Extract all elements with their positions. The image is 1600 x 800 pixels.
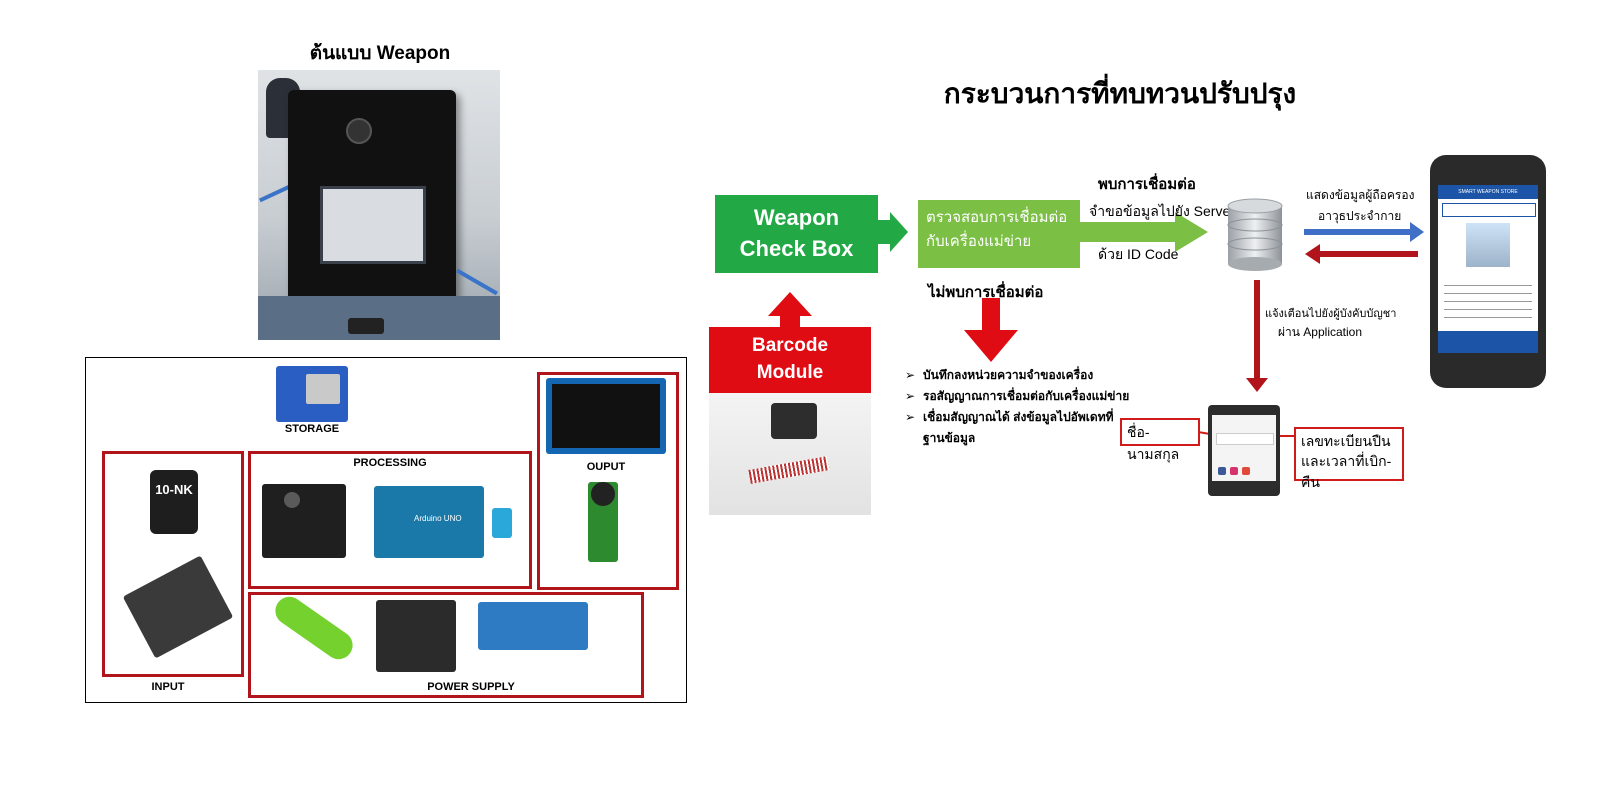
serial-callout: เลขทะเบียนปืน และเวลาที่เบิก-คืน xyxy=(1294,427,1404,490)
keypad-text: 10-NK xyxy=(155,482,193,497)
hardware-panel: STORAGE 10-NK INPUT PROCESSING Arduino U… xyxy=(85,357,687,703)
input-box xyxy=(102,451,244,677)
output-box xyxy=(537,372,679,590)
check-box-line-1: ตรวจสอบการเชื่อมต่อ xyxy=(926,209,1068,226)
bullet-item: ➢เชื่อมสัญญาณได้ ส่งข้อมูลไปอัพเดทที่ xyxy=(905,410,1114,424)
process-title: กระบวนการที่ทบทวนปรับปรุง xyxy=(943,77,1297,110)
input-label: INPUT xyxy=(151,681,185,693)
weapon-box-line-1: Weapon xyxy=(753,205,840,231)
phone-nav-bar xyxy=(1438,331,1538,353)
arrow-weapon-to-check xyxy=(878,212,908,252)
camera-module xyxy=(262,484,346,558)
arduino-board: Arduino UNO xyxy=(374,486,484,558)
storage-module xyxy=(276,366,348,422)
buzzer-module xyxy=(588,482,618,562)
arrow-not-found-down xyxy=(964,298,1018,362)
notify-label-line-1: แจ้งเตือนไปยังผู้บังคับบัญชา xyxy=(1265,308,1397,320)
serial-callout-line-2: และเวลาที่เบิก-คืน xyxy=(1301,453,1392,490)
name-callout: ชื่อ-นามสกุล xyxy=(1120,418,1200,462)
device-knob xyxy=(346,118,372,144)
not-found-label: ไม่พบการเชื่อมต่อ xyxy=(928,284,1044,301)
display-label-line-2: อาวุธประจำกาย xyxy=(1318,209,1402,223)
notify-label-line-2: ผ่าน Application xyxy=(1278,325,1363,339)
power-supply-label: POWER SUPPLY xyxy=(427,681,515,693)
processing-label: PROCESSING xyxy=(353,457,427,469)
notification-screen xyxy=(1212,415,1276,481)
id-code-label: ด้วย ID Code xyxy=(1098,246,1179,262)
power-bank-board xyxy=(478,602,588,650)
bullet-item: ➢บันทึกลงหน่วยความจำของเครื่อง xyxy=(905,368,1094,382)
database-icon xyxy=(1227,198,1283,271)
found-label: พบการเชื่อมต่อ xyxy=(1098,176,1196,193)
storage-label: STORAGE xyxy=(284,423,340,435)
barcode-box-line-1: Barcode xyxy=(751,335,829,357)
device-screen xyxy=(320,186,426,264)
phone-screen: SMART WEAPON STORE xyxy=(1438,185,1538,353)
smartphone-app: SMART WEAPON STORE xyxy=(1430,155,1546,388)
bullet-text: บันทึกลงหน่วยความจำของเครื่อง xyxy=(923,368,1094,382)
bullet-text: ฐานข้อมูล xyxy=(923,431,976,445)
output-label: OUPUT xyxy=(586,461,626,473)
offline-actions-list: ➢บันทึกลงหน่วยความจำของเครื่อง ➢รอสัญญาณ… xyxy=(905,365,1129,449)
bullet-text: เชื่อมสัญญาณได้ ส่งข้อมูลไปอัพเดทที่ xyxy=(923,410,1114,424)
battery-holder xyxy=(376,600,456,672)
connection-check-box: ตรวจสอบการเชื่อมต่อ กับเครื่องแม่ข่าย xyxy=(918,200,1080,268)
arduino-text: Arduino UNO xyxy=(414,514,462,523)
power-supply-box xyxy=(248,592,644,698)
device-enclosure xyxy=(288,90,456,320)
arrow-server-down xyxy=(1246,280,1268,392)
arrow-server-to-phone xyxy=(1304,222,1424,242)
check-box-line-2: กับเครื่องแม่ข่าย xyxy=(926,233,1032,250)
arrow-phone-to-server xyxy=(1305,244,1418,264)
prototype-title: ต้นแบบ Weapon xyxy=(309,43,451,64)
arrow-barcode-up xyxy=(768,292,812,328)
device-tab xyxy=(348,318,384,334)
keypad-module: 10-NK xyxy=(150,470,198,534)
barcode-box-line-2: Module xyxy=(756,362,824,383)
bullet-text: รอสัญญาณการเชื่อมต่อกับเครื่องแม่ข่าย xyxy=(923,389,1130,403)
phone-search-bar xyxy=(1442,203,1536,217)
bullet-item: ฐานข้อมูล xyxy=(905,428,1129,449)
display-label-line-1: แสดงข้อมูลผู้ถือครอง xyxy=(1306,188,1415,202)
send-label: จำขอข้อมูลไปยัง Server xyxy=(1089,203,1235,219)
bullet-item: ➢รอสัญญาณการเชื่อมต่อกับเครื่องแม่ข่าย xyxy=(905,389,1130,403)
serial-callout-line-1: เลขทะเบียนปืน xyxy=(1301,433,1391,449)
sensor-module xyxy=(492,508,512,538)
lcd-module xyxy=(546,378,666,454)
processing-box xyxy=(248,451,532,589)
barcode-scan-photo xyxy=(709,393,871,515)
weapon-box-line-2: Check Box xyxy=(739,236,854,261)
soldier-photo xyxy=(1466,223,1510,267)
phone-info-rows xyxy=(1444,285,1532,325)
arrow-check-to-server xyxy=(1080,212,1208,252)
prototype-photo xyxy=(258,70,500,340)
phone-app-header: SMART WEAPON STORE xyxy=(1438,185,1538,199)
notification-phone xyxy=(1208,405,1280,496)
